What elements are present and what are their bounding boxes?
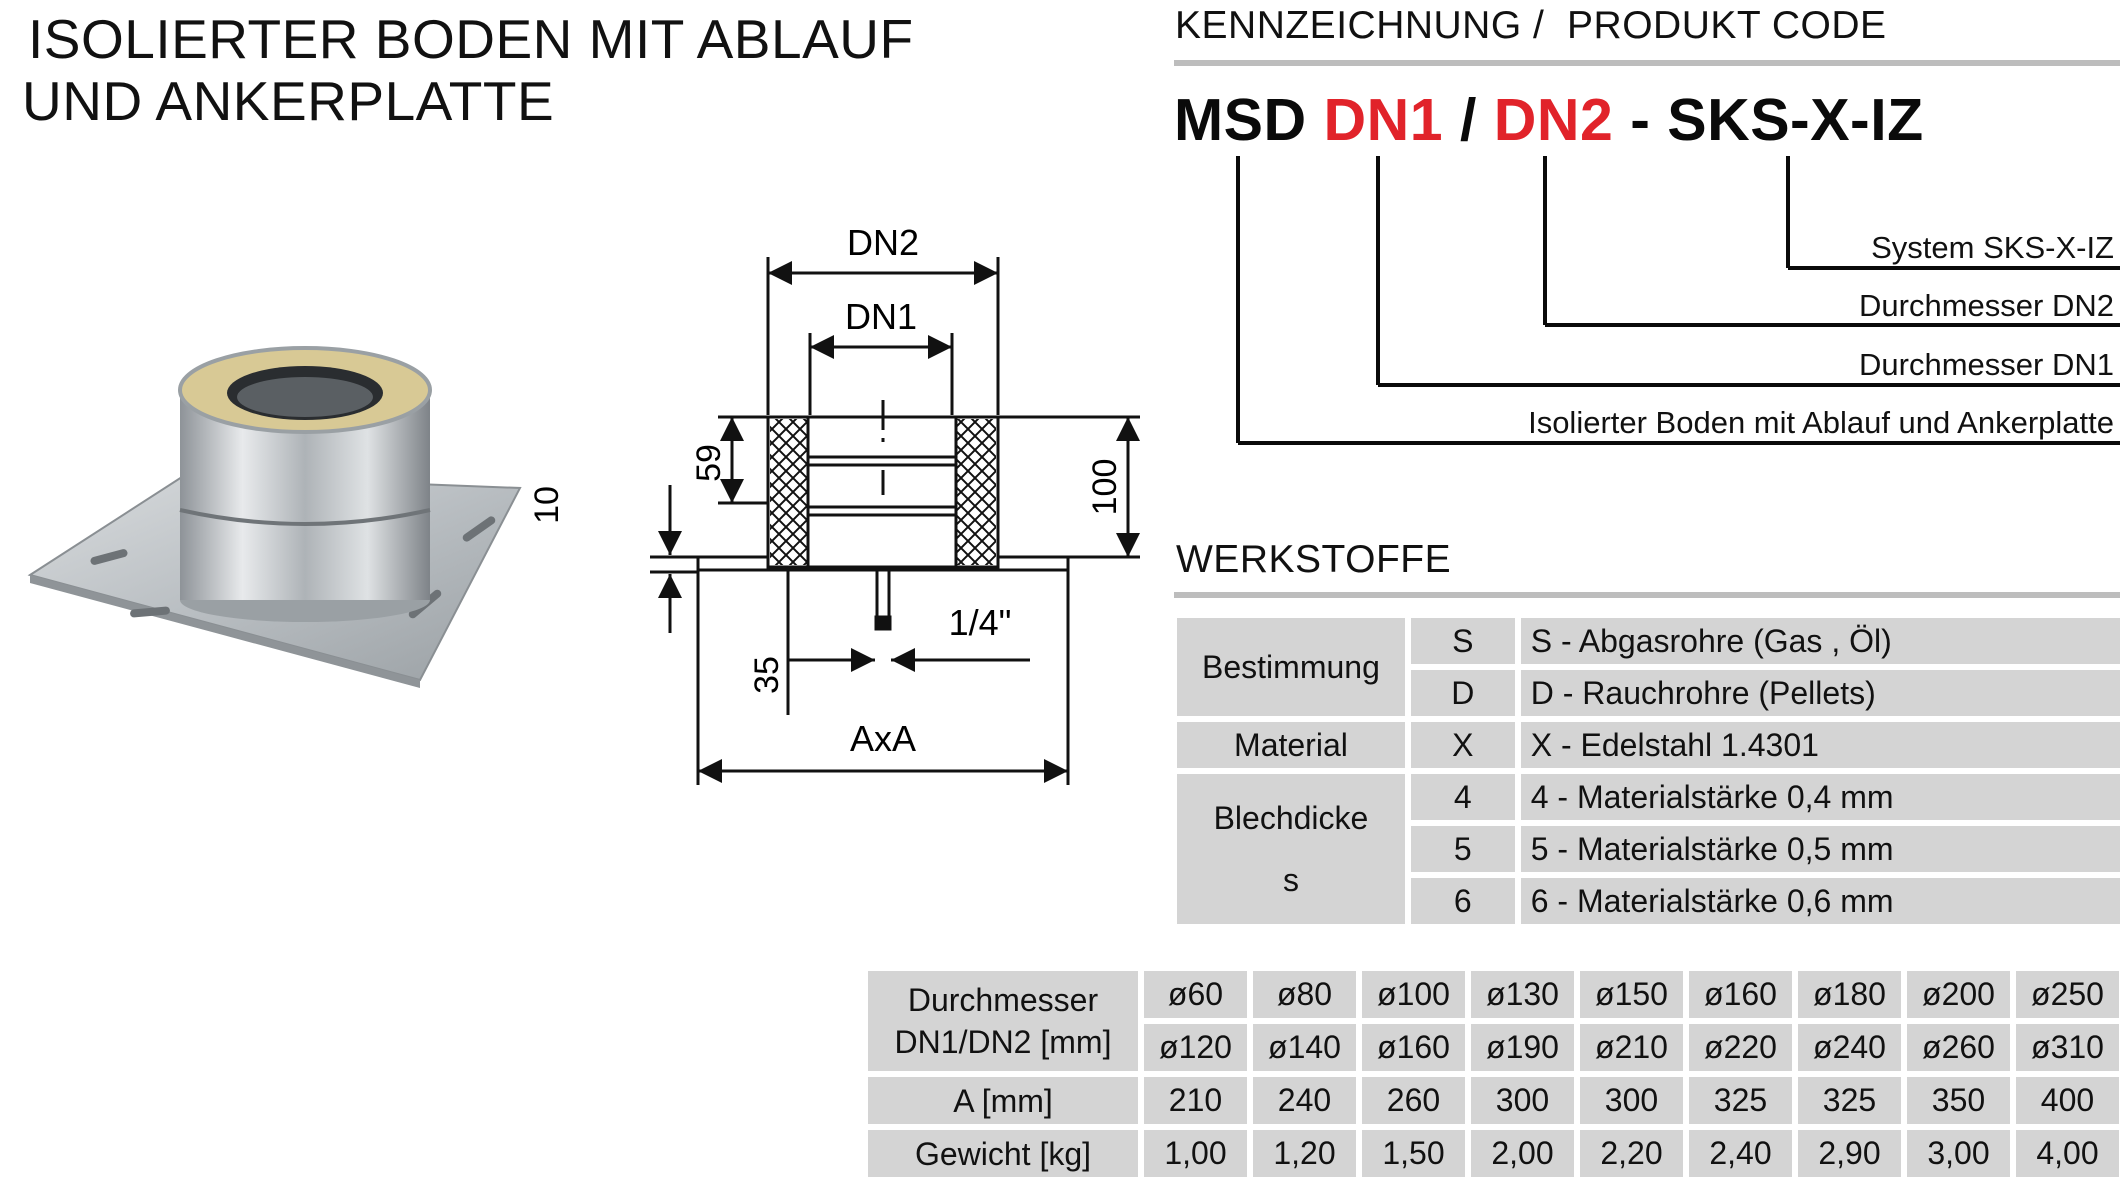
label-59: 59 xyxy=(690,444,728,482)
page-title: ISOLIERTER BODEN MIT ABLAUF UND ANKERPLA… xyxy=(22,8,1008,132)
dn2-cell: ø160 xyxy=(1362,1024,1465,1071)
weight-cell: 1,00 xyxy=(1144,1130,1247,1177)
a-cell: 325 xyxy=(1689,1077,1792,1124)
a-cell: 210 xyxy=(1144,1077,1247,1124)
weight-cell: 4,00 xyxy=(2016,1130,2119,1177)
technical-drawing: DN2 DN1 59 10 100 35 1/4" AxA xyxy=(528,222,1140,785)
weight-cell: 2,20 xyxy=(1580,1130,1683,1177)
label-10: 10 xyxy=(528,486,566,524)
group-bestimmung: Bestimmung xyxy=(1177,618,1405,716)
dn2-cell: ø310 xyxy=(2016,1024,2119,1071)
dn1-cell: ø60 xyxy=(1144,971,1247,1018)
dn2-cell: ø120 xyxy=(1144,1024,1247,1071)
weight-cell: 3,00 xyxy=(1907,1130,2010,1177)
label-thread: 1/4" xyxy=(949,602,1012,643)
legend-dn2: Durchmesser DN2 xyxy=(1859,288,2114,323)
table-row-a: A [mm] 210 240 260 300 300 325 325 350 4… xyxy=(868,1077,2119,1124)
dn2-cell: ø190 xyxy=(1471,1024,1574,1071)
code-cell: X xyxy=(1410,722,1515,768)
dn2-cell: ø140 xyxy=(1253,1024,1356,1071)
blechdicke-label: Blechdicke xyxy=(1213,800,1369,836)
label-dn2: DN2 xyxy=(847,222,919,263)
header-diameter-line2: DN1/DN2 [mm] xyxy=(894,1024,1112,1060)
group-blechdicke: Blechdicke s xyxy=(1177,774,1405,924)
legend-dn1: Durchmesser DN1 xyxy=(1859,347,2114,382)
dn2-cell: ø220 xyxy=(1689,1024,1792,1071)
divider xyxy=(1174,60,2120,66)
dn1-cell: ø150 xyxy=(1580,971,1683,1018)
header-diameter-line1: Durchmesser xyxy=(907,982,1099,1018)
code-legend-lines xyxy=(1236,156,2120,445)
label-dn1: DN1 xyxy=(845,296,917,337)
materials-table: Bestimmung S S - Abgasrohre (Gas , Öl) D… xyxy=(1171,612,2126,930)
code-cell: S xyxy=(1410,618,1515,664)
product-code: MSD DN1 / DN2 - SKS-X-IZ xyxy=(1174,86,1924,154)
code-cell: 4 xyxy=(1410,774,1515,820)
dn1-cell: ø250 xyxy=(2016,971,2119,1018)
code-cell: 6 xyxy=(1410,878,1515,924)
blechdicke-sub: s xyxy=(1282,862,1299,898)
a-cell: 325 xyxy=(1798,1077,1901,1124)
title-line-2: UND ANKERPLATTE xyxy=(22,70,555,132)
dn1-cell: ø130 xyxy=(1471,971,1574,1018)
code-slash: / xyxy=(1459,87,1477,153)
a-cell: 300 xyxy=(1580,1077,1683,1124)
dn1-cell: ø100 xyxy=(1362,971,1465,1018)
group-material: Material xyxy=(1177,722,1405,768)
table-row: D D - Rauchrohre (Pellets) xyxy=(1177,670,2120,716)
desc-cell: S - Abgasrohre (Gas , Öl) xyxy=(1520,618,2120,664)
desc-cell: X - Edelstahl 1.4301 xyxy=(1520,722,2120,768)
code-cell: D xyxy=(1410,670,1515,716)
header-weight: Gewicht [kg] xyxy=(868,1130,1138,1177)
header-a: A [mm] xyxy=(868,1077,1138,1124)
dn2-cell: ø210 xyxy=(1580,1024,1683,1071)
weight-cell: 2,40 xyxy=(1689,1130,1792,1177)
code-dn2: DN2 xyxy=(1493,87,1614,153)
header-diameter: Durchmesser DN1/DN2 [mm] xyxy=(868,971,1138,1071)
dn1-cell: ø80 xyxy=(1253,971,1356,1018)
table-row-dn2: ø120 ø140 ø160 ø190 ø210 ø220 ø240 ø260 … xyxy=(868,1024,2119,1071)
desc-cell: D - Rauchrohre (Pellets) xyxy=(1520,670,2120,716)
legend-product: Isolierter Boden mit Ablauf und Ankerpla… xyxy=(1528,405,2114,440)
weight-cell: 1,50 xyxy=(1362,1130,1465,1177)
desc-cell: 6 - Materialstärke 0,6 mm xyxy=(1520,878,2120,924)
dimensions-table: Durchmesser DN1/DN2 [mm] ø60 ø80 ø100 ø1… xyxy=(862,965,2125,1183)
dn2-cell: ø260 xyxy=(1907,1024,2010,1071)
dn1-cell: ø180 xyxy=(1798,971,1901,1018)
table-row: 5 5 - Materialstärke 0,5 mm xyxy=(1177,826,2120,872)
product-photo xyxy=(27,346,522,688)
legend-system: System SKS-X-IZ xyxy=(1871,230,2114,265)
table-row: Blechdicke s 4 4 - Materialstärke 0,4 mm xyxy=(1177,774,2120,924)
code-prefix: MSD xyxy=(1174,87,1307,153)
table-row: 6 6 - Materialstärke 0,6 mm xyxy=(1177,878,2120,924)
table-row-dn1: Durchmesser DN1/DN2 [mm] ø60 ø80 ø100 ø1… xyxy=(868,971,2119,1071)
code-suffix: - SKS-X-IZ xyxy=(1630,87,1924,153)
label-100: 100 xyxy=(1086,459,1124,516)
dn2-cell: ø240 xyxy=(1798,1024,1901,1071)
dn1-cell: ø200 xyxy=(1907,971,2010,1018)
desc-cell: 4 - Materialstärke 0,4 mm xyxy=(1520,774,2120,820)
label-35: 35 xyxy=(748,656,786,694)
table-row: Bestimmung S S - Abgasrohre (Gas , Öl) xyxy=(1177,618,2120,716)
product-code-heading: KENNZEICHNUNG / PRODUKT CODE xyxy=(1175,4,1887,47)
divider xyxy=(1174,592,2120,598)
code-dn1: DN1 xyxy=(1323,87,1444,153)
table-row: Material X X - Edelstahl 1.4301 xyxy=(1177,722,2120,768)
a-cell: 350 xyxy=(1907,1077,2010,1124)
weight-cell: 2,00 xyxy=(1471,1130,1574,1177)
weight-cell: 1,20 xyxy=(1253,1130,1356,1177)
a-cell: 400 xyxy=(2016,1077,2119,1124)
title-line-1: ISOLIERTER BODEN MIT ABLAUF xyxy=(28,8,914,70)
a-cell: 240 xyxy=(1253,1077,1356,1124)
desc-cell: 5 - Materialstärke 0,5 mm xyxy=(1520,826,2120,872)
dn1-cell: ø160 xyxy=(1689,971,1792,1018)
materials-heading: WERKSTOFFE xyxy=(1176,538,1452,581)
code-cell: 5 xyxy=(1410,826,1515,872)
weight-cell: 2,90 xyxy=(1798,1130,1901,1177)
a-cell: 260 xyxy=(1362,1077,1465,1124)
table-row-weight: Gewicht [kg] 1,00 1,20 1,50 2,00 2,20 2,… xyxy=(868,1130,2119,1177)
label-axa: AxA xyxy=(850,718,916,759)
a-cell: 300 xyxy=(1471,1077,1574,1124)
